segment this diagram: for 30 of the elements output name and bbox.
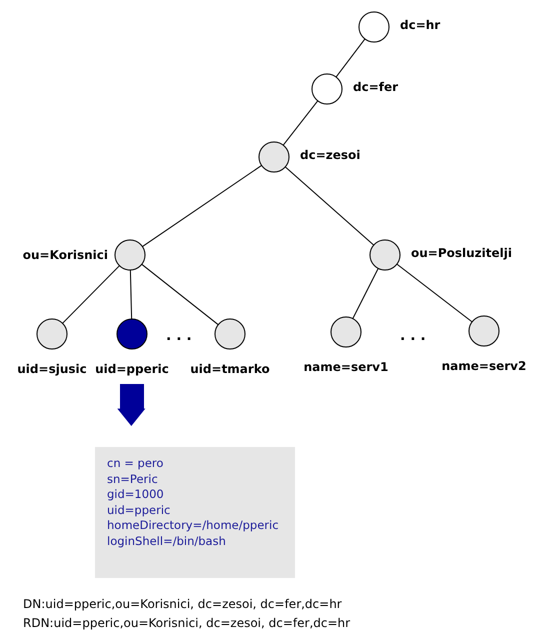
ellipsis: . . . (400, 328, 426, 344)
attribute-line: homeDirectory=/home/pperic (107, 518, 280, 534)
tree-link (142, 164, 262, 248)
distinguished-name: DN:uid=pperic,ou=Korisnici, dc=zesoi, dc=fer,dc=hr (23, 597, 342, 611)
node-label: uid=sjusic (17, 362, 87, 376)
node-label: dc=fer (353, 80, 398, 94)
attribute-panel (95, 447, 295, 578)
node-label: ou=Posluzitelji (411, 246, 512, 260)
node-label: dc=hr (400, 18, 440, 32)
node-label: dc=zesoi (300, 148, 360, 162)
attribute-line: cn = pero (107, 456, 164, 472)
node-label: uid=pperic (95, 362, 169, 376)
node-label: name=serv2 (442, 359, 526, 373)
attribute-line: gid=1000 (107, 487, 165, 503)
attribute-line: loginShell=/bin/bash (107, 534, 227, 550)
tree-link (62, 265, 120, 324)
distinguished-name: RDN:uid=pperic,ou=Korisnici, dc=zesoi, dc=fer,dc=hr (23, 616, 350, 630)
attribute-line: sn=Peric (107, 472, 159, 488)
tree-link (130, 270, 132, 320)
node-label: uid=tmarko (190, 362, 270, 376)
tree-link (336, 38, 366, 78)
tree-link (396, 264, 473, 322)
ellipsis: . . . (166, 328, 192, 344)
node-label: ou=Korisnici (22, 248, 108, 262)
attribute-line: uid=pperic (107, 502, 172, 518)
tree-link (141, 264, 219, 326)
tree-link (352, 268, 379, 320)
node-label: name=serv1 (304, 360, 388, 374)
tree-link (284, 166, 374, 246)
tree-link (282, 100, 318, 146)
